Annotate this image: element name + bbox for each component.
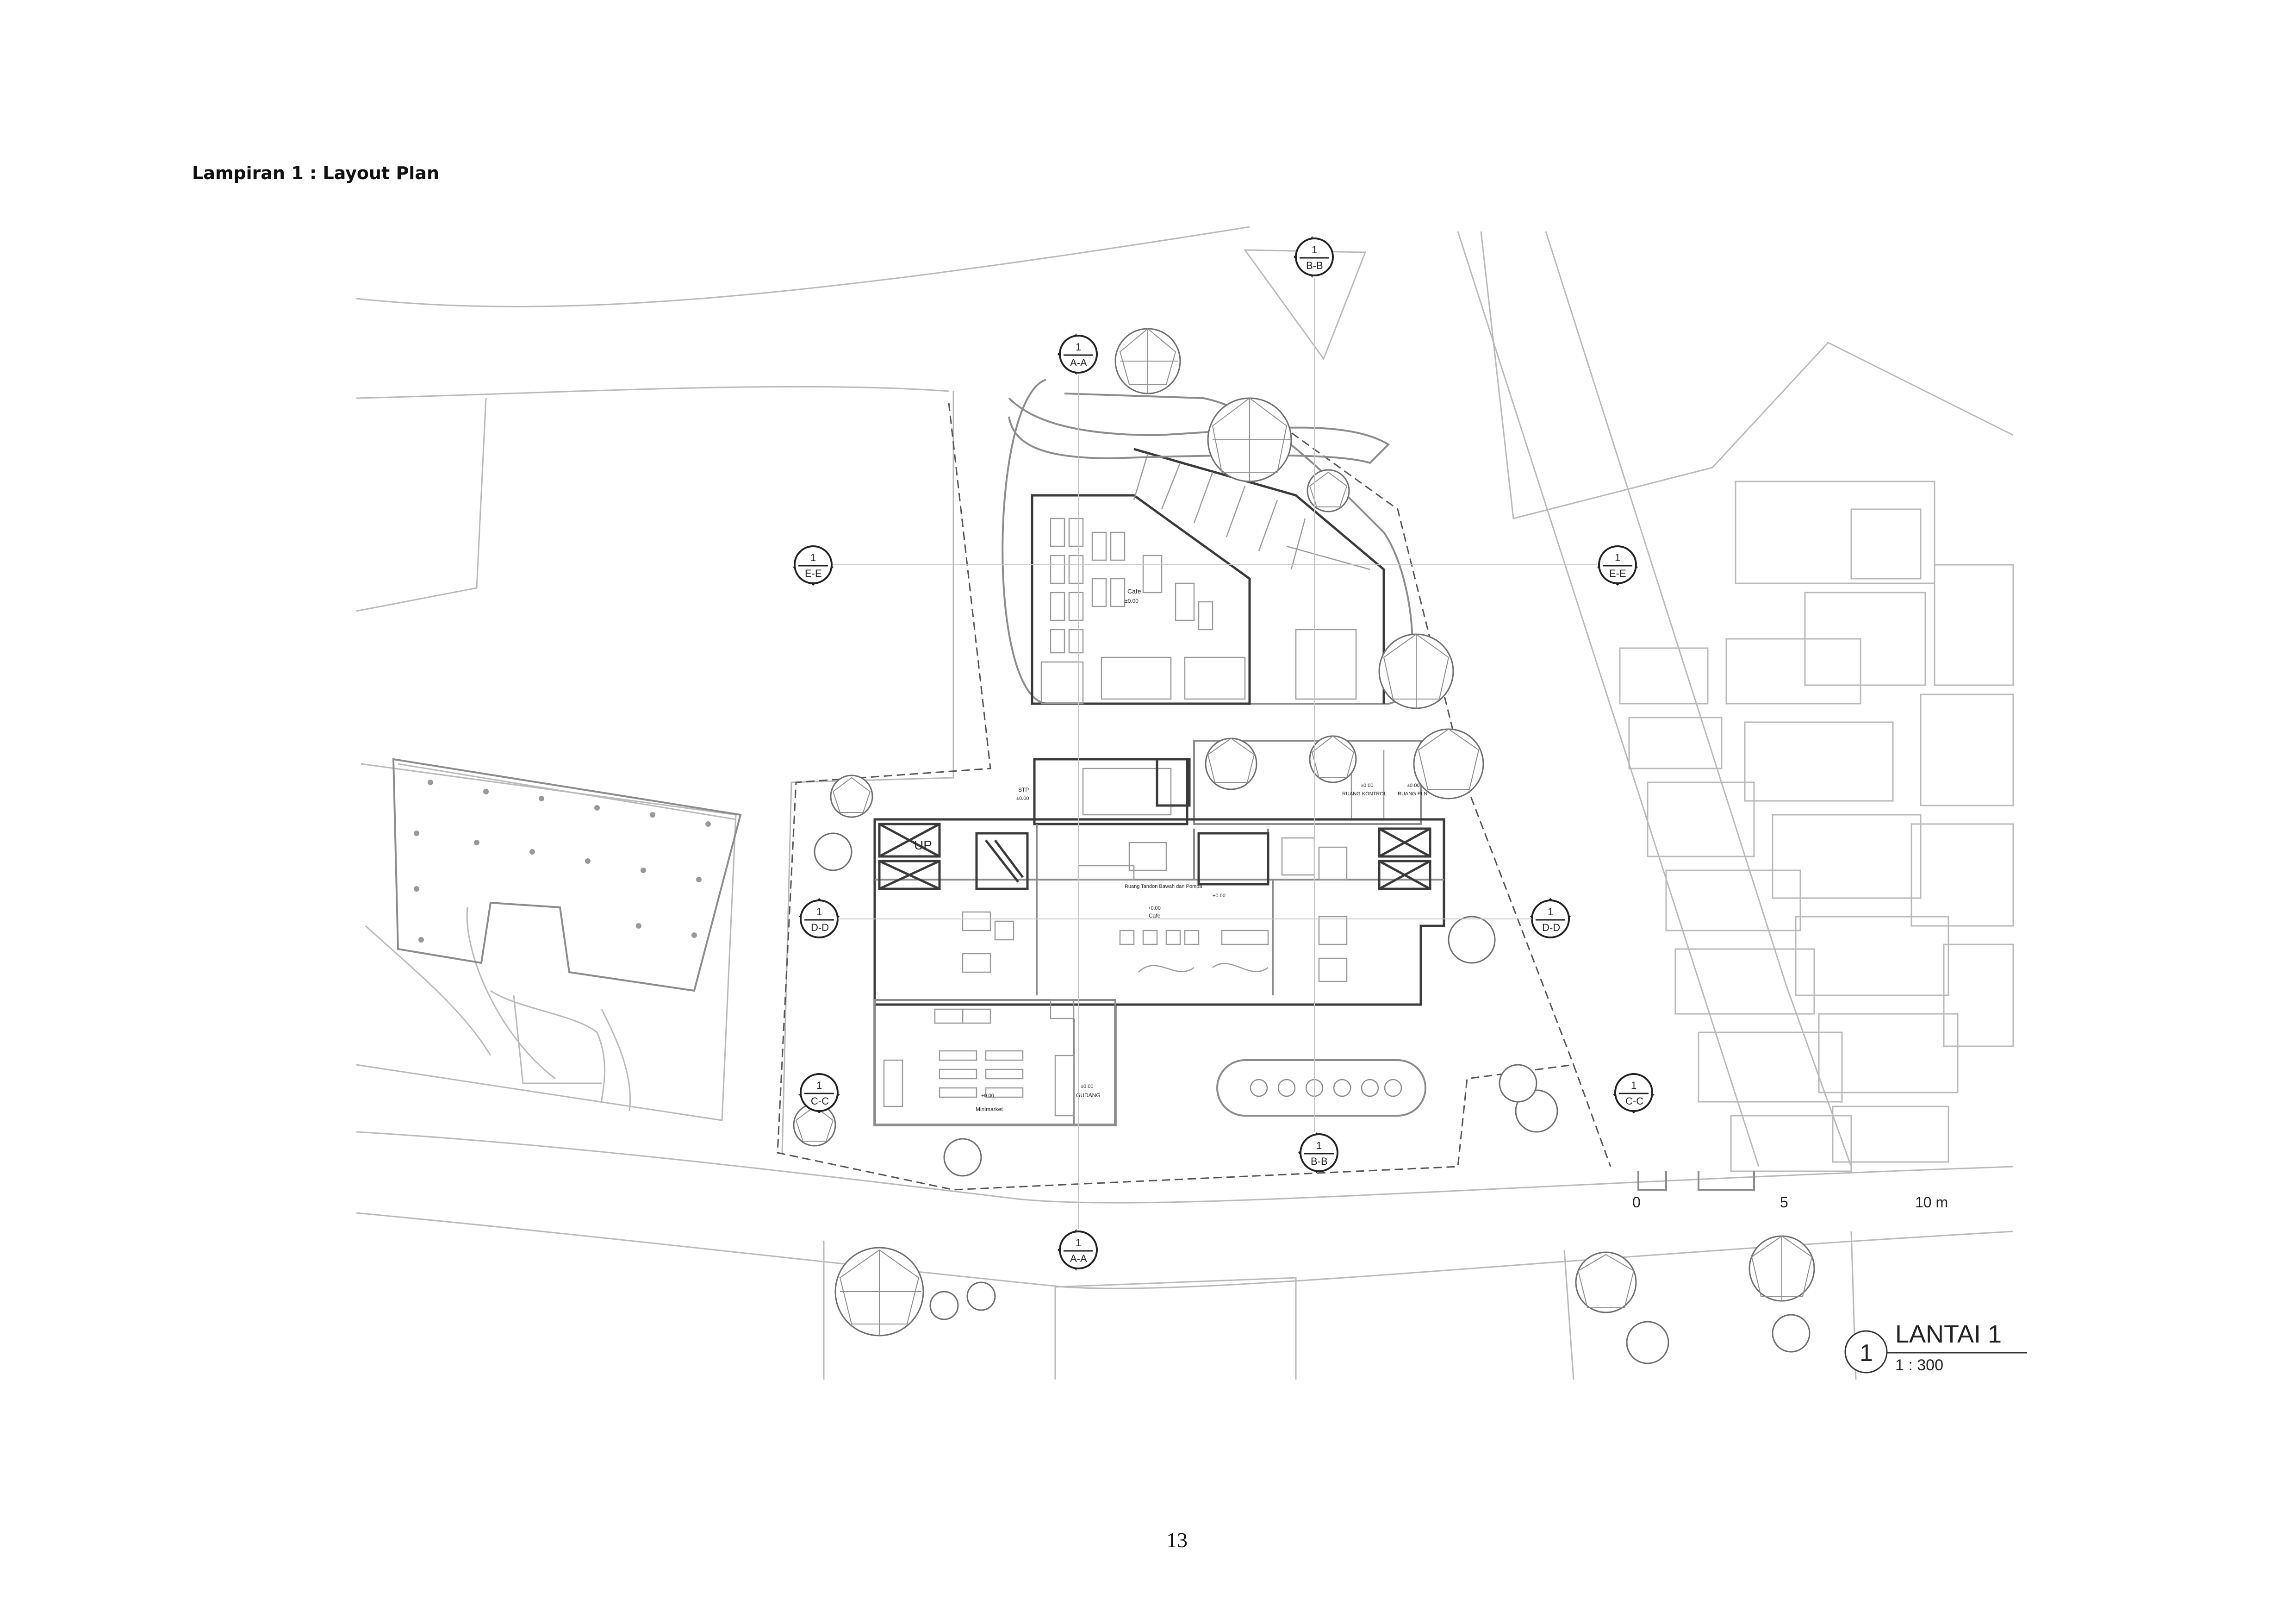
room-label-gudang: GUDANG [1076,1092,1101,1099]
room-level-ruang-tandon: +0.00 [1213,893,1226,899]
section-marker-ee-left: 1 E-E [792,545,834,586]
cafe-tables [1050,518,1213,654]
tree [814,832,852,871]
room-label-cafe-lower: Cafe [1149,912,1161,919]
tree [1413,728,1484,800]
section-marker-cc-right: 1 C-C [1613,1073,1655,1113]
section-cut-lines [833,278,1597,1229]
svg-text:D-D: D-D [811,922,829,933]
main-building: UP Ruang Tandon Bawah dan Pompa +0.00 +0… [873,818,1445,1126]
tree [1114,328,1181,394]
tree [834,1247,924,1337]
svg-text:1: 1 [1076,1237,1081,1249]
svg-text:C-C: C-C [1625,1095,1643,1107]
room-level-cafe-lower: +0.00 [1148,906,1161,911]
room-label-minimarket: Minimarket [976,1106,1003,1112]
svg-text:1: 1 [1316,1140,1322,1151]
svg-text:B-B: B-B [1311,1156,1328,1167]
svg-text:1: 1 [1631,1080,1636,1091]
svg-text:D-D: D-D [1542,922,1560,933]
svg-text:A-A: A-A [1070,1253,1087,1264]
room-label-ruang-kontrol: RUANG KONTROL [1342,791,1387,797]
tree [1748,1235,1815,1302]
scale-bar: 0 5 10 m [1632,1171,1948,1211]
section-marker-cc-left: 1 C-C [798,1073,840,1113]
tree [830,775,873,818]
drawing-scale: 1 : 300 [1895,1356,1943,1374]
interior-furniture [883,837,1348,1117]
upper-building: Cafe ±0.00 [1002,379,1413,705]
room-label-stp: STP [1018,787,1029,793]
section-marker-bb-top: 1 B-B [1294,236,1334,278]
tree [1307,469,1350,512]
svg-text:E-E: E-E [1609,568,1626,579]
section-markers: 1 B-B 1 A-A 1 E-E 1 E-E 1 D-D [792,236,1655,1271]
tree [943,1138,982,1177]
tree [1448,916,1496,964]
tree [966,1281,996,1311]
room-level-ruang-pln: ±0.00 [1407,783,1419,788]
section-marker-bb-bottom: 1 B-B [1298,1132,1338,1174]
tree [1499,1064,1537,1103]
tree [1207,397,1292,482]
svg-text:B-B: B-B [1306,260,1323,271]
trees [793,328,1815,1364]
tree [1309,735,1357,783]
section-marker-ee-right: 1 E-E [1597,545,1638,586]
svg-text:1: 1 [1076,341,1081,353]
scale-label-0: 0 [1632,1194,1641,1211]
svg-text:1: 1 [1312,244,1317,256]
svg-text:1: 1 [816,1080,822,1091]
svg-text:1: 1 [1615,552,1620,563]
neighbouring-houses [1619,481,2014,1172]
room-label-ruang-pln: RUANG PLN [1398,791,1427,797]
scale-label-5: 5 [1780,1194,1788,1211]
section-marker-aa-bottom: 1 A-A [1058,1229,1098,1271]
neighbouring-plaza [392,758,742,992]
page-number: 13 [1166,1528,1188,1552]
room-level-stp: ±0.00 [1016,796,1029,801]
room-level-gudang: ±0.00 [1081,1084,1093,1089]
tree [929,1291,959,1320]
room-level-minimarket: +0.00 [981,1093,994,1099]
document-heading: Lampiran 1 : Layout Plan [192,163,440,183]
room-level-cafe-upper: ±0.00 [1125,598,1139,604]
drawing-number-circle [1844,1330,1888,1374]
room-label-ruang-tandon: Ruang Tandon Bawah dan Pompa [1125,884,1202,889]
svg-text:1: 1 [816,906,822,918]
svg-text:1: 1 [1548,906,1553,918]
tree [1626,1321,1669,1364]
tree [1205,737,1257,790]
drawing-number: 1 [1860,1340,1873,1367]
room-level-ruang-kontrol: ±0.00 [1361,783,1373,788]
tree [1772,1314,1811,1353]
site-context [356,226,2014,1380]
svg-text:C-C: C-C [811,1095,829,1107]
svg-text:A-A: A-A [1070,357,1087,369]
tree [1575,1251,1637,1313]
svg-text:1: 1 [810,552,816,563]
scale-label-10m: 10 m [1915,1194,1948,1211]
svg-text:E-E: E-E [805,568,822,579]
service-cores [878,823,1431,890]
landscape-planters [1008,397,1426,1117]
section-marker-aa-top: 1 A-A [1058,333,1098,375]
drawing-title: LANTAI 1 [1895,1320,2002,1348]
stair-up-label: UP [914,838,932,852]
section-marker-dd-right: 1 D-D [1530,898,1571,938]
drawing-title-block: 1 LANTAI 1 1 : 300 [1844,1320,2027,1374]
tree [1378,633,1454,709]
room-label-cafe-upper: Cafe [1127,587,1141,595]
section-marker-dd-left: 1 D-D [798,898,840,938]
